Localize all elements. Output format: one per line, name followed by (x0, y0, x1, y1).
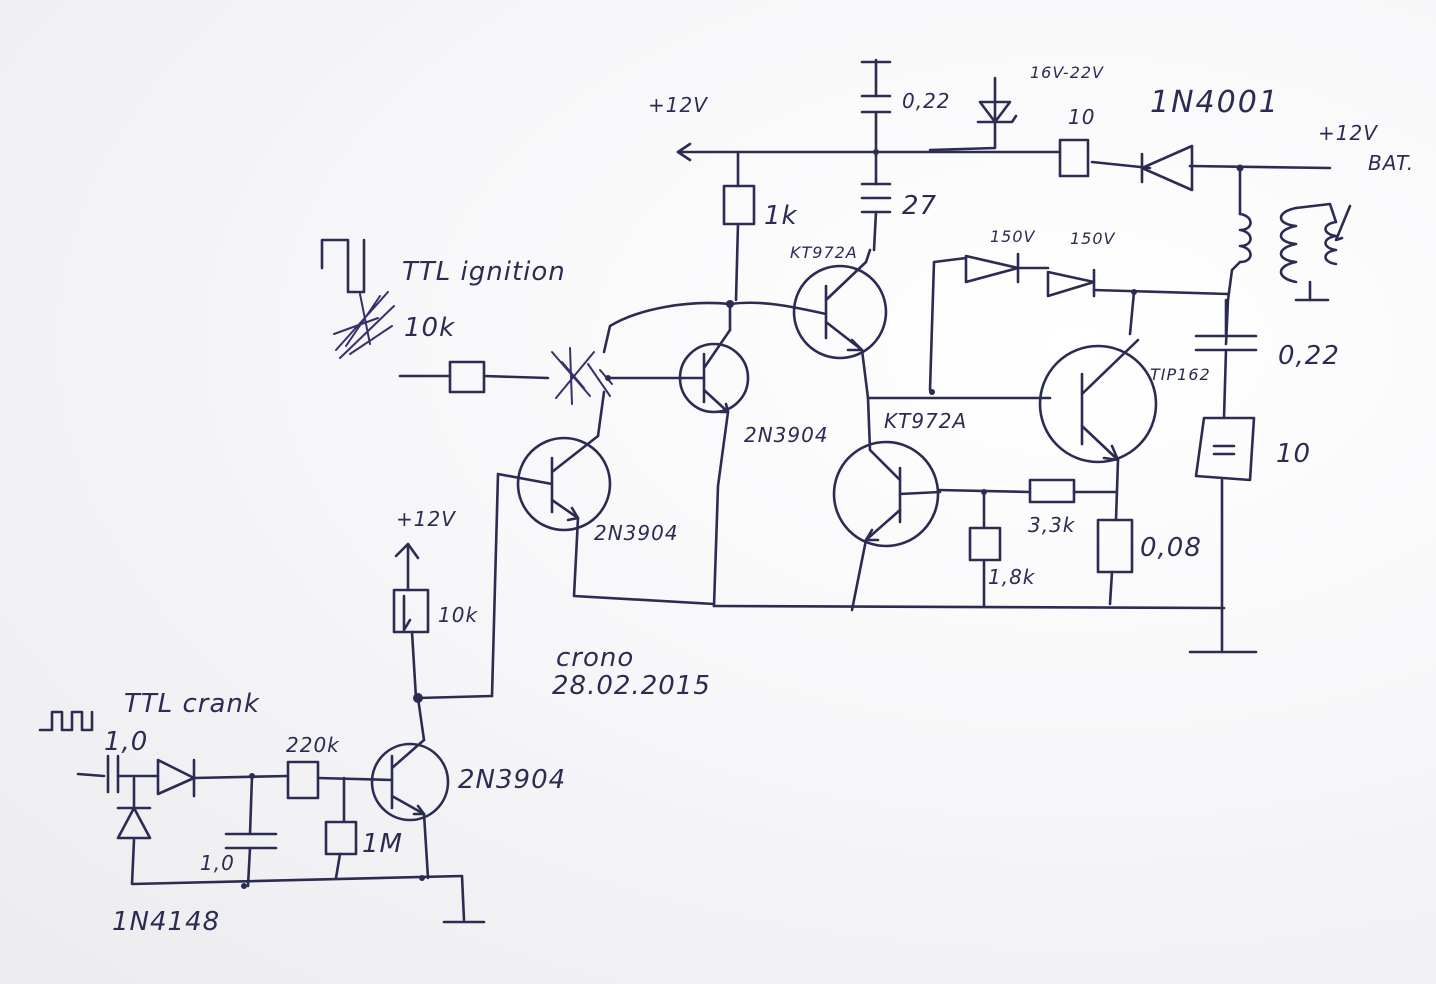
resistor-10-top (1058, 138, 1090, 178)
label-res-1k: 1k (764, 201, 798, 231)
label-q-2n3904-top: 2N3904 (744, 423, 829, 447)
label-bat-v: +12V (1318, 121, 1378, 145)
label-vcc-mid: +12V (396, 507, 456, 531)
transistor-tip162 (866, 338, 1158, 464)
label-res-1m: 1M (362, 829, 403, 859)
label-res-10k-pull: 10k (438, 603, 478, 627)
label-kt-mid: KT972A (884, 409, 967, 433)
label-q-2n3904-mid: 2N3904 (594, 521, 679, 545)
capacitor-top (860, 58, 892, 155)
label-tip162: TIP162 (1150, 365, 1211, 384)
transistor-2n3904-mid (490, 390, 716, 698)
label-res-220k: 220k (286, 733, 340, 757)
label-res-27: 27 (902, 191, 937, 221)
ignition-coil (1224, 164, 1352, 346)
base-link (602, 301, 828, 354)
label-ttl-crank: TTL crank (124, 689, 260, 719)
transistor-2n3904-bot (316, 696, 450, 880)
transistor-2n3904-top (608, 302, 750, 608)
label-signature: crono (556, 643, 634, 673)
label-res-18k: 1,8k (988, 565, 1036, 589)
label-cap-out: 0,22 (1278, 341, 1340, 371)
schematic-labels: +12V 0,22 16V-22V 10 1N4001 +12V BAT. 1k… (104, 63, 1414, 937)
label-diode-top: 1N4001 (1150, 85, 1280, 120)
emitter-network (936, 458, 1134, 608)
label-q-2n3904-bot: 2N3904 (458, 765, 566, 795)
label-d150a: 150V (990, 227, 1036, 246)
label-bat: BAT. (1368, 151, 1414, 175)
diode-1n4001 (1140, 144, 1194, 192)
label-date: 28.02.2015 (552, 671, 711, 701)
label-res-top: 10 (1068, 105, 1095, 129)
output-network (1188, 298, 1258, 654)
label-res-008: 0,08 (1140, 533, 1202, 563)
resistor-27 (860, 150, 892, 252)
label-cap-top: 0,22 (902, 89, 951, 113)
label-res-10k-in: 10k (404, 313, 455, 343)
label-cap-10: 1,0 (200, 851, 235, 875)
ground-bus (712, 604, 1226, 610)
label-ttl-ignition: TTL ignition (402, 257, 566, 287)
resistor-1k (722, 150, 756, 308)
label-cap-in: 1,0 (104, 727, 148, 757)
diodes-150v (928, 252, 1230, 395)
label-diode-bot: 1N4148 (112, 907, 220, 937)
label-zener: 16V-22V (1030, 63, 1104, 82)
label-res-out: 10 (1276, 439, 1311, 469)
label-res-33k: 3,3k (1028, 513, 1076, 537)
label-kt-top: KT972A (790, 243, 858, 262)
zener-diode (928, 76, 1018, 152)
top-supply-rail (676, 142, 1332, 170)
label-vcc-top: +12V (648, 93, 708, 117)
transistor-kt972a-top (792, 248, 888, 400)
ttl-crank-input (38, 710, 486, 924)
ttl-ignition-input (320, 238, 613, 405)
pullup-10k (392, 542, 494, 703)
transistor-kt972a-mid (832, 396, 942, 612)
label-d150b: 150V (1070, 229, 1116, 248)
